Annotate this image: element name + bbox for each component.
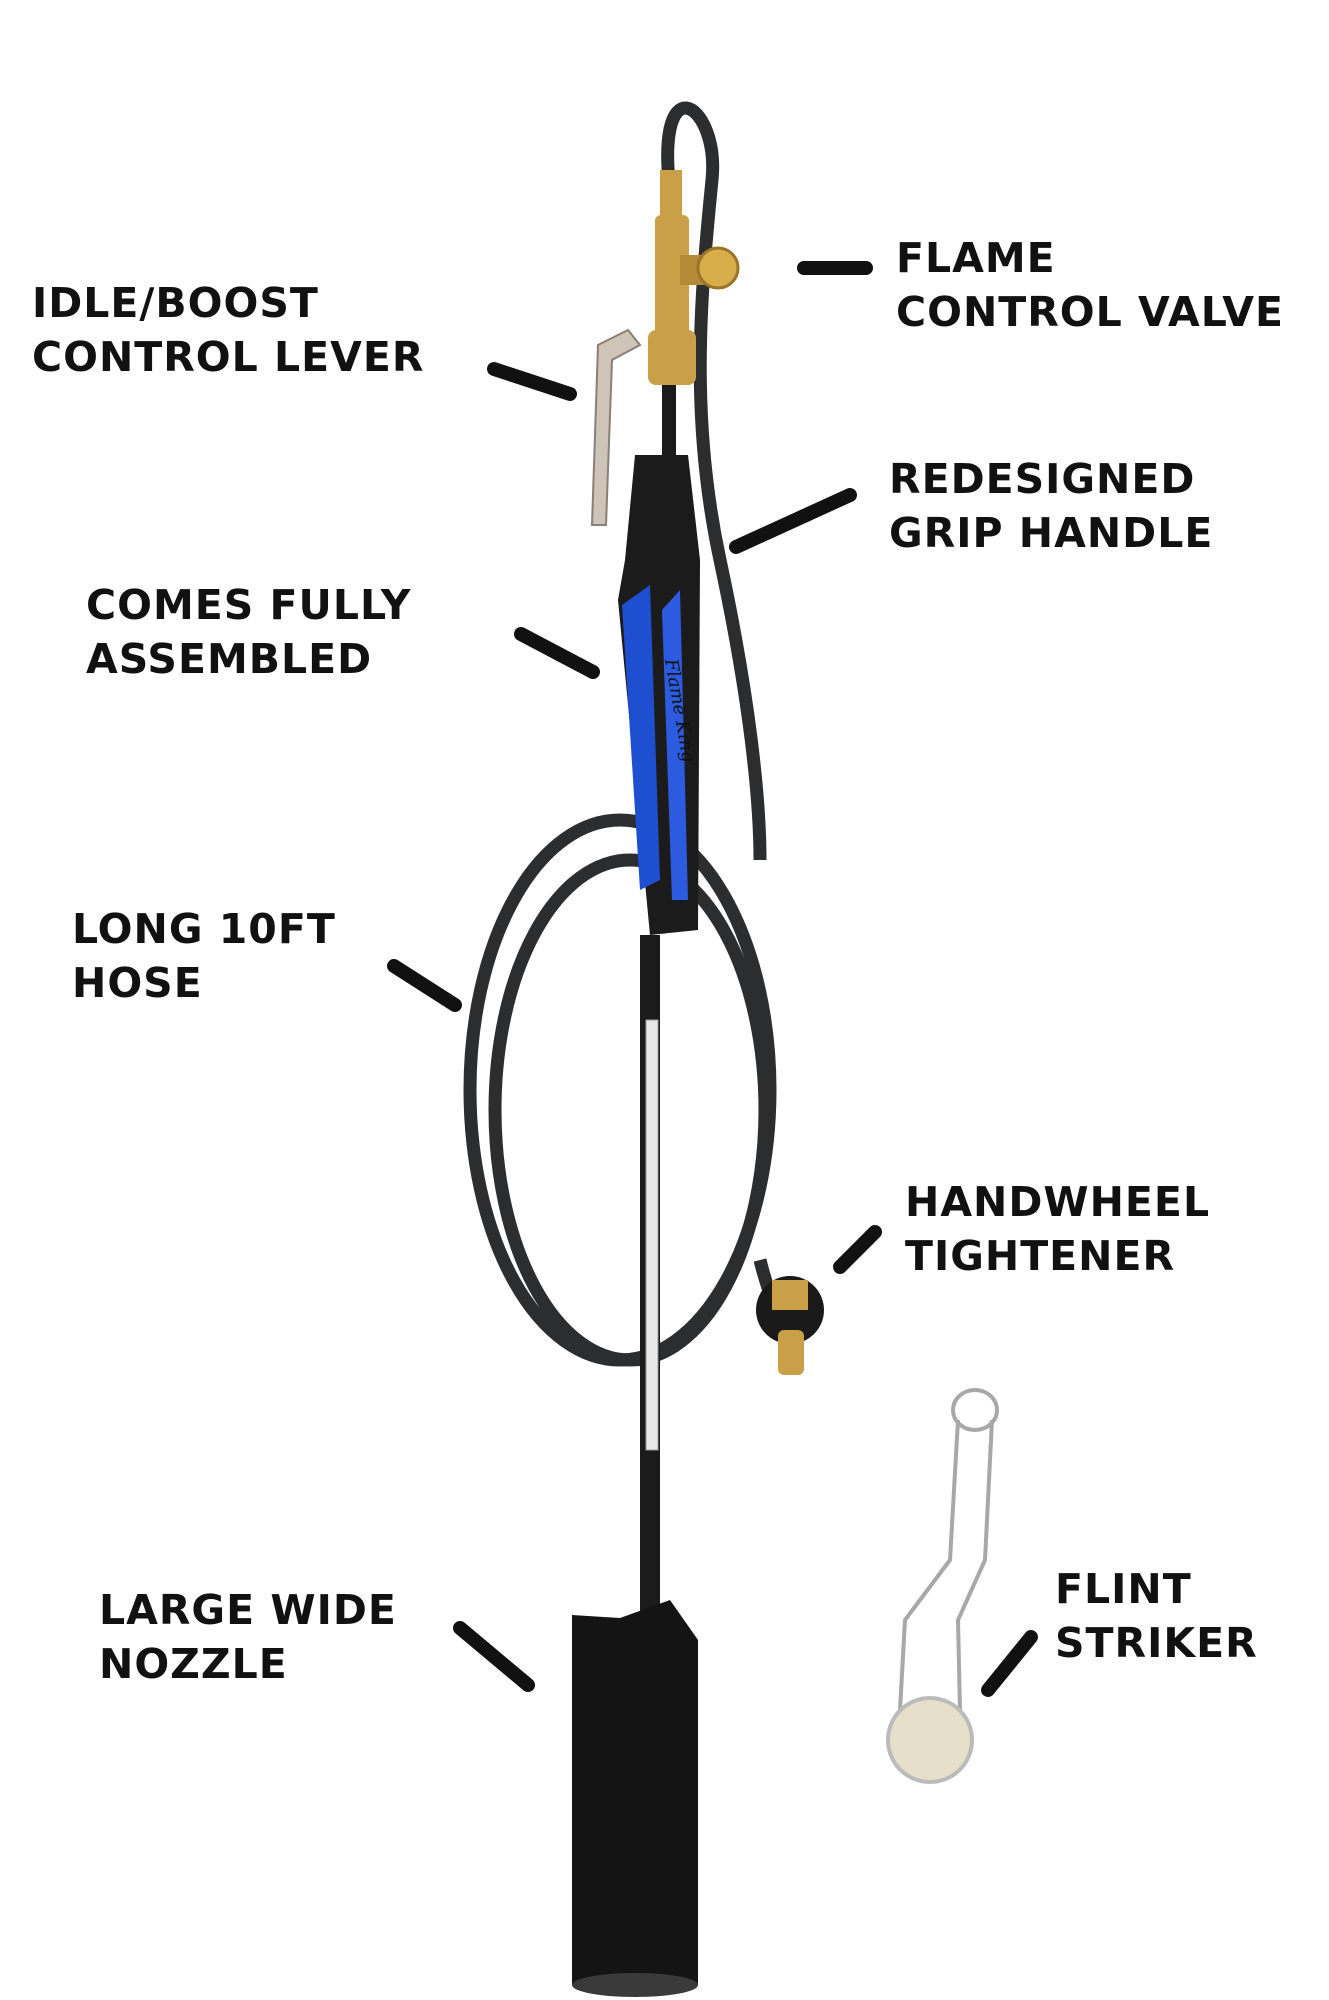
label-line: CONTROL VALVE [896, 288, 1284, 336]
label-line: COMES FULLY [86, 581, 412, 629]
label-comes-fully-assembled: COMES FULLY ASSEMBLED [86, 578, 411, 686]
label-large-wide-nozzle: LARGE WIDE NOZZLE [99, 1583, 397, 1691]
label-line: CONTROL LEVER [32, 333, 425, 381]
label-line: ASSEMBLED [86, 635, 373, 683]
label-line: HOSE [72, 959, 203, 1007]
handwheel-tightener [756, 1276, 824, 1375]
hose [463, 101, 795, 1367]
label-line: HANDWHEEL [905, 1178, 1211, 1226]
label-long-hose: LONG 10FT HOSE [72, 902, 336, 1010]
label-line: LONG 10FT [72, 905, 336, 953]
label-line: TIGHTENER [905, 1232, 1176, 1280]
label-flint-striker: FLINT STRIKER [1055, 1562, 1258, 1670]
label-line: IDLE/BOOST [32, 279, 319, 327]
label-line: REDESIGNED [889, 455, 1196, 503]
flame-control-valve [648, 170, 740, 385]
label-line: LARGE WIDE [99, 1586, 397, 1634]
label-line: STRIKER [1055, 1619, 1258, 1667]
leader-lines [387, 261, 1038, 1697]
label-line: GRIP HANDLE [889, 509, 1214, 557]
nozzle [572, 1600, 698, 1995]
flint-striker [886, 1388, 999, 1784]
label-handwheel-tightener: HANDWHEEL TIGHTENER [905, 1175, 1210, 1283]
label-line: FLAME [896, 234, 1056, 282]
idle-boost-lever [590, 328, 642, 526]
grip-handle: Flame King [618, 455, 700, 935]
label-line: NOZZLE [99, 1640, 288, 1688]
label-idle-boost-lever: IDLE/BOOST CONTROL LEVER [32, 276, 425, 384]
label-flame-control-valve: FLAME CONTROL VALVE [896, 231, 1284, 339]
label-line: FLINT [1055, 1565, 1192, 1613]
label-grip-handle: REDESIGNED GRIP HANDLE [889, 452, 1213, 560]
